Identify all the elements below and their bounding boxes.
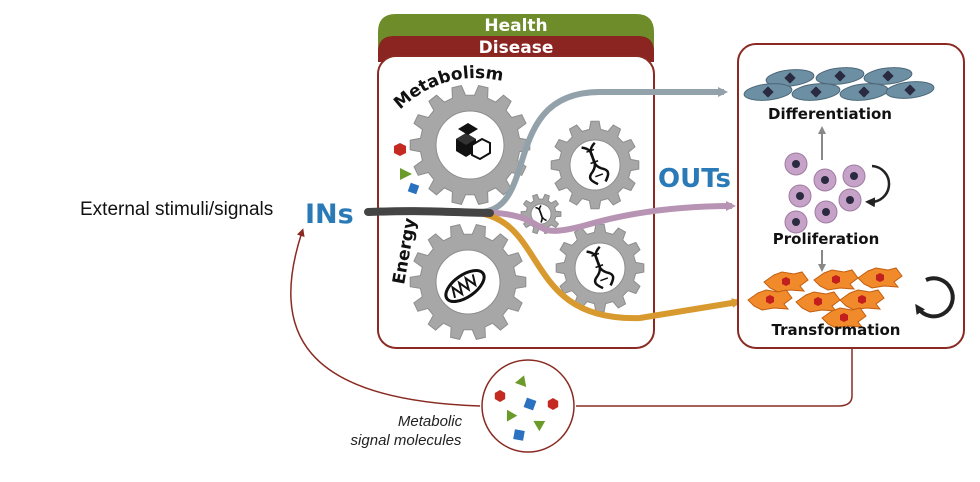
external-stimuli-label: External stimuli/signals [80, 199, 273, 220]
differentiation-cell [743, 83, 793, 101]
transformation-cells [747, 267, 903, 329]
transformation-cell [839, 289, 885, 311]
disease-label: Disease [479, 38, 554, 58]
proliferation-cell [788, 184, 812, 208]
transformation-cycle-icon [915, 276, 955, 319]
ins-label: INs [305, 199, 354, 230]
red-hexagon-icon [394, 143, 406, 156]
feedback-loop-left [290, 228, 481, 407]
outs-label: OUTs [658, 164, 731, 194]
health-label: Health [484, 16, 547, 36]
differentiation-cell [791, 83, 841, 101]
blue-square-icon [523, 397, 537, 411]
metabolic-label: Metabolic [398, 413, 463, 430]
proliferation-cell [814, 200, 838, 224]
dna-icon-small [535, 204, 547, 223]
input-stem [364, 207, 494, 217]
cubes-icon [456, 123, 491, 161]
transformation-cell [795, 291, 841, 313]
flow-arrows [364, 87, 742, 322]
differentiation-label: Differentiation [768, 105, 892, 123]
arrow-to-proliferation [479, 201, 736, 234]
differentiation-cell [863, 67, 913, 85]
proliferation-cell [784, 152, 808, 176]
blue-square-icon [407, 182, 420, 195]
proliferation-label: Proliferation [773, 230, 880, 248]
green-triangle-icon [400, 168, 412, 180]
dna-icon-bottom [586, 245, 615, 290]
differentiation-cell [765, 69, 815, 87]
differentiation-cells [743, 67, 935, 101]
signal-molecule-shapes [494, 375, 559, 441]
proliferation-cell [813, 168, 837, 192]
dna-icon-top [581, 141, 610, 186]
differentiation-cell [885, 81, 935, 99]
feedback-loop-right [576, 348, 853, 407]
transformation-cell [813, 269, 859, 291]
transformation-cell [821, 307, 867, 329]
proliferation-cycle-icon [865, 164, 891, 208]
box-molecules [394, 143, 420, 195]
red-hexagon-icon [547, 398, 559, 410]
transformation-cell [857, 267, 903, 289]
differentiation-cell [839, 83, 889, 101]
arrow-to-differentiation [479, 87, 728, 215]
blue-square-icon [513, 429, 525, 441]
signal-molecules-label: signal molecules [351, 432, 462, 449]
arrow-to-transformation [469, 209, 742, 322]
transformation-label: Transformation [772, 321, 901, 339]
transformation-cell [747, 289, 793, 311]
proliferation-cell [784, 210, 808, 234]
green-triangle-icon [514, 375, 527, 387]
proliferation-cell [842, 164, 866, 188]
proliferation-cell [838, 188, 862, 212]
green-triangle-icon [533, 420, 546, 432]
differentiation-cell [815, 67, 865, 85]
proliferation-cells [784, 152, 866, 234]
mitochondrion-icon [444, 268, 486, 304]
green-triangle-icon [506, 409, 518, 422]
red-hexagon-icon [494, 390, 506, 402]
